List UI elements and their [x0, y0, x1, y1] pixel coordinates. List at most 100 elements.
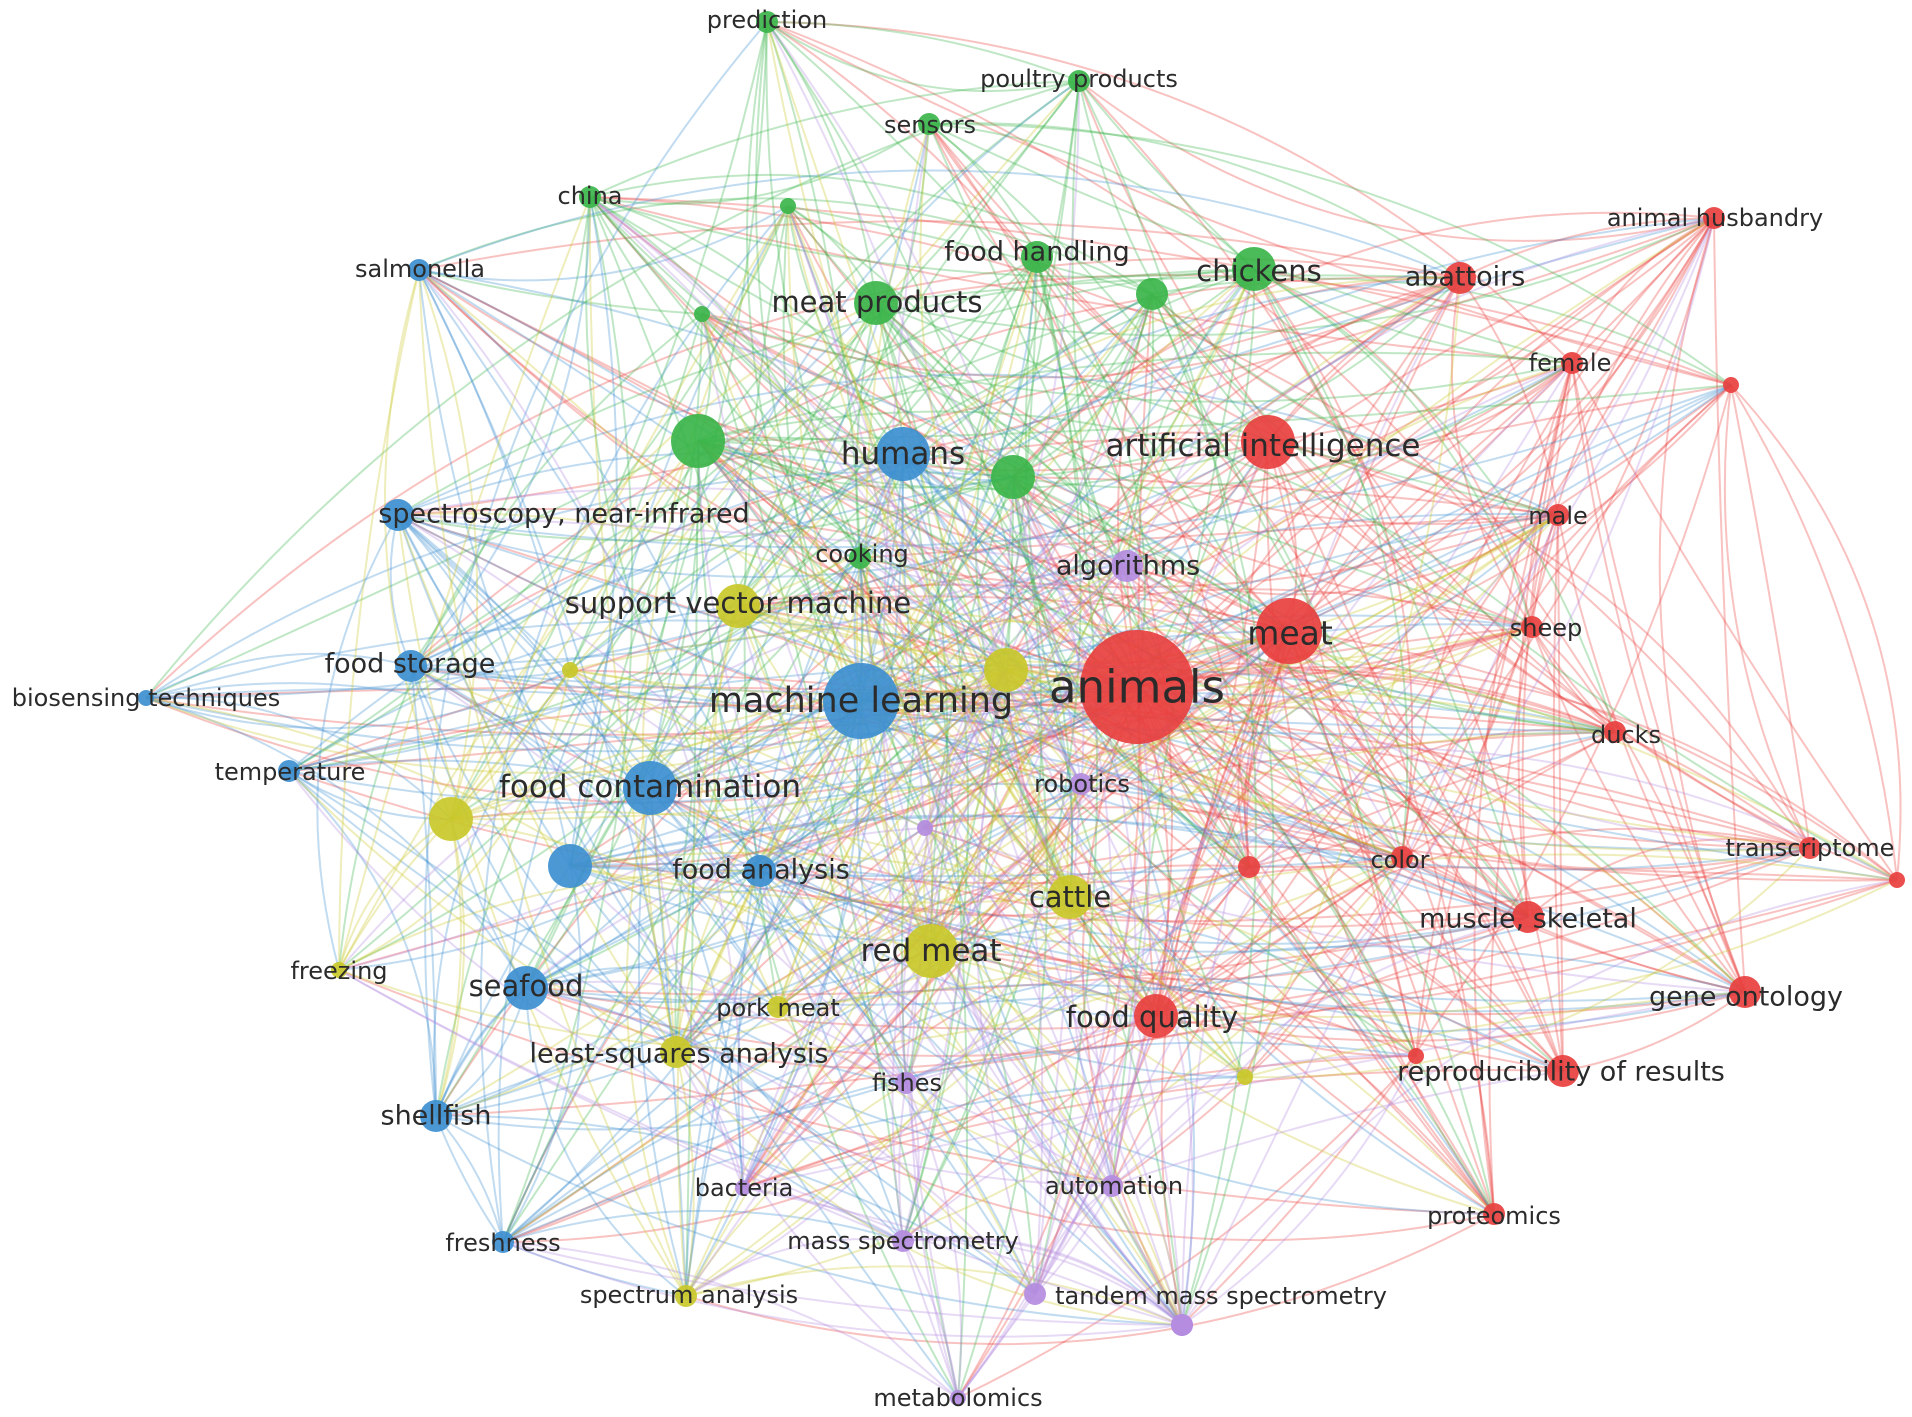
- node-male[interactable]: [1547, 504, 1569, 526]
- node-red-c[interactable]: [1238, 856, 1260, 878]
- link-meat_products-animal_husbandry: [875, 217, 1715, 337]
- node-ducks[interactable]: [1604, 721, 1626, 743]
- link-animals-animal_husbandry: [1136, 217, 1715, 688]
- node-muscle-skeletal[interactable]: [1512, 901, 1544, 933]
- link-algorithms-spectroscopy: [397, 487, 1128, 567]
- node-yellow-d[interactable]: [1237, 1069, 1253, 1085]
- link-abattoirs-food_storage: [410, 276, 1461, 667]
- node-purple-c[interactable]: [1171, 1314, 1193, 1336]
- node-prediction[interactable]: [756, 11, 778, 33]
- node-color[interactable]: [1391, 846, 1413, 868]
- node-sheep[interactable]: [1521, 616, 1543, 638]
- node-shellfish[interactable]: [420, 1100, 452, 1132]
- link-food_contamination-temperature: [288, 759, 651, 789]
- node-reproducibility[interactable]: [1547, 1055, 1579, 1087]
- link-bacteria-gene_ontology: [742, 991, 1746, 1189]
- node-yellow-b[interactable]: [429, 797, 473, 841]
- node-salmonella[interactable]: [408, 259, 430, 281]
- node-red-b[interactable]: [1889, 872, 1905, 888]
- node-least-squares[interactable]: [660, 1036, 692, 1068]
- link-male-sheep: [1531, 514, 1559, 628]
- link-yellow_b-green_c: [450, 440, 699, 820]
- link-green_d-green_e: [1012, 293, 1153, 478]
- link-purple_b-yellow_a: [976, 669, 1036, 1295]
- node-proteomics[interactable]: [1483, 1203, 1505, 1225]
- label-red-meat: red meat: [860, 933, 1001, 969]
- node-poultry-products[interactable]: [1068, 70, 1090, 92]
- link-robotics-china: [589, 196, 1082, 785]
- link-muscle_skeletal-green_d: [1012, 476, 1529, 918]
- link-red_b-red_a: [1730, 384, 1898, 881]
- link-red_c-food_analysis: [759, 866, 1250, 917]
- node-red-meat[interactable]: [904, 924, 958, 978]
- node-animals[interactable]: [1080, 630, 1194, 744]
- node-food-contamination[interactable]: [623, 761, 677, 815]
- link-animals-animal_husbandry: [1136, 217, 1715, 688]
- node-transcriptome[interactable]: [1799, 837, 1821, 859]
- node-sensors[interactable]: [918, 113, 940, 135]
- node-machine-learning[interactable]: [823, 663, 899, 739]
- link-green_b-female: [701, 313, 1573, 403]
- node-gene-ontology[interactable]: [1729, 976, 1761, 1008]
- node-purple-a[interactable]: [917, 820, 933, 836]
- link-humans-robotics: [902, 453, 1082, 785]
- node-abattoirs[interactable]: [1444, 262, 1476, 294]
- link-spectrum_analysis-chickens: [685, 268, 1255, 1297]
- node-robotics[interactable]: [1070, 773, 1092, 795]
- link-green_b-mass_spectrometry: [701, 313, 904, 1242]
- node-automation[interactable]: [1101, 1175, 1123, 1197]
- node-chickens[interactable]: [1232, 247, 1276, 291]
- node-spectrum-analysis[interactable]: [675, 1285, 697, 1307]
- node-yellow-a[interactable]: [984, 648, 1028, 692]
- link-fishes-green_c: [697, 440, 907, 1084]
- link-red_d-female: [1415, 362, 1573, 1057]
- node-mass-spectrometry[interactable]: [892, 1230, 914, 1252]
- node-freezing[interactable]: [331, 962, 347, 978]
- node-biosensing[interactable]: [138, 690, 154, 706]
- node-yellow-c[interactable]: [562, 662, 578, 678]
- node-seafood[interactable]: [504, 966, 548, 1010]
- node-green-b[interactable]: [694, 306, 710, 322]
- node-humans[interactable]: [876, 427, 930, 481]
- node-pork-meat[interactable]: [767, 996, 789, 1018]
- node-red-a[interactable]: [1723, 377, 1739, 393]
- node-green-d[interactable]: [991, 455, 1035, 499]
- node-meat-products[interactable]: [854, 281, 898, 325]
- node-meat[interactable]: [1256, 598, 1322, 664]
- node-green-e[interactable]: [1136, 278, 1168, 310]
- node-artificial-intelligence[interactable]: [1241, 415, 1295, 469]
- node-support-vector-machine[interactable]: [716, 584, 760, 628]
- link-shellfish-pork_meat: [435, 1006, 779, 1117]
- node-china[interactable]: [579, 186, 601, 208]
- node-food-handling[interactable]: [1021, 241, 1053, 273]
- edge-layer: [145, 21, 1902, 1399]
- node-freshness[interactable]: [492, 1231, 514, 1253]
- node-metabolomics[interactable]: [950, 1390, 966, 1406]
- link-pork_meat-automation: [777, 1006, 1113, 1187]
- node-purple-b[interactable]: [1024, 1283, 1046, 1305]
- link-machine_learning-food_handling: [860, 256, 1038, 702]
- link-robotics-spectrum_analysis: [685, 783, 1082, 1297]
- node-female[interactable]: [1561, 352, 1583, 374]
- node-temperature[interactable]: [278, 760, 300, 782]
- node-food-analysis[interactable]: [744, 855, 776, 887]
- node-animal-husbandry[interactable]: [1703, 207, 1725, 229]
- node-cooking[interactable]: [849, 547, 871, 569]
- link-green_c-red_d: [697, 440, 1417, 1057]
- link-purple_b-muscle_skeletal: [1034, 916, 1529, 1295]
- node-food-storage[interactable]: [395, 650, 427, 682]
- node-bacteria[interactable]: [735, 1180, 751, 1196]
- link-pork_meat-food_handling: [777, 256, 1038, 1008]
- node-blue-a[interactable]: [548, 844, 592, 888]
- link-machine_learning-ducks: [860, 690, 1616, 733]
- node-algorithms[interactable]: [1111, 550, 1143, 582]
- node-red-d[interactable]: [1408, 1048, 1424, 1064]
- link-spectroscopy-freezing: [316, 514, 399, 971]
- node-green-a[interactable]: [780, 198, 796, 214]
- node-fishes[interactable]: [895, 1072, 917, 1094]
- node-food-quality[interactable]: [1134, 994, 1178, 1038]
- node-cattle[interactable]: [1048, 875, 1092, 919]
- link-chickens-animals: [1136, 268, 1256, 688]
- node-spectroscopy[interactable]: [382, 499, 414, 531]
- node-green-c[interactable]: [671, 414, 725, 468]
